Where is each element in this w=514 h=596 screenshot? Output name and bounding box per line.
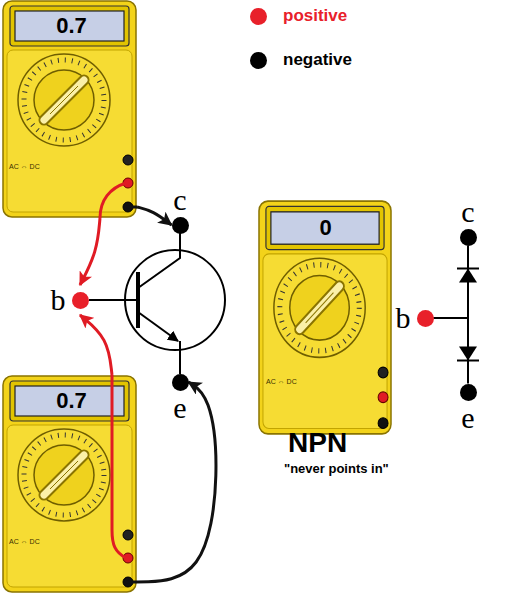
transistor-terminal: e [172,374,189,423]
terminal-dot [172,217,189,234]
multimeter: 0.7 [2,375,137,593]
probe-wire [126,581,137,584]
diode-junction [434,318,469,384]
multimeter: 0.7 [2,0,137,218]
legend-entry: positive [250,6,347,26]
terminal-name: c [461,197,474,227]
transistor-terminal: c [460,197,477,246]
transistor-terminal: b [396,303,434,333]
legend-dot [250,8,267,25]
probe-lead [137,207,172,225]
terminal-dot [172,374,189,391]
meter-display: 0 [271,212,380,244]
probe-lead [80,315,112,375]
legend-dot [250,52,267,69]
collector-lead [138,233,180,288]
meter-reading: 0 [319,217,331,239]
transistor-terminal: e [460,384,477,433]
probe-lead [80,218,100,285]
legend-label: negative [283,50,352,70]
probe-wire [100,183,126,218]
probe-lead [137,382,216,582]
terminal-name: c [173,185,186,215]
terminal-name: e [173,393,186,423]
probe-wire [112,375,126,558]
multimeter: 0 [258,200,392,435]
terminal-name: e [461,403,474,433]
terminal-dot [417,310,434,327]
base-bar [136,272,140,328]
caption-text: NPN [288,428,347,459]
transistor-terminal: c [172,185,189,234]
diode-junction [434,246,469,319]
emitter-lead [138,312,178,341]
transistor-terminal: b [51,285,89,315]
legend-entry: negative [250,50,352,70]
terminal-name: b [51,285,66,315]
meter-reading: 0.7 [56,15,87,37]
multimeter-drawing [3,376,136,592]
transistor-envelope [125,250,225,350]
terminal-dot [460,384,477,401]
base-lead [89,299,138,301]
probe-wire [126,206,137,209]
meter-reading: 0.7 [56,390,87,412]
terminal-dot [72,292,89,309]
meter-display: 0.7 [17,11,126,41]
caption-text: "never points in" [284,462,389,476]
emitter-lead [179,341,181,374]
meter-display: 0.7 [17,386,126,416]
terminal-name: b [396,303,411,333]
multimeter-drawing [259,201,391,434]
multimeter-drawing [3,1,136,217]
legend-label: positive [283,6,347,26]
terminal-dot [460,229,477,246]
meter-marking: AC ⇔ DC [266,378,297,386]
meter-marking: AC ⇔ DC [9,538,40,546]
meter-marking: AC ⇔ DC [9,163,40,171]
